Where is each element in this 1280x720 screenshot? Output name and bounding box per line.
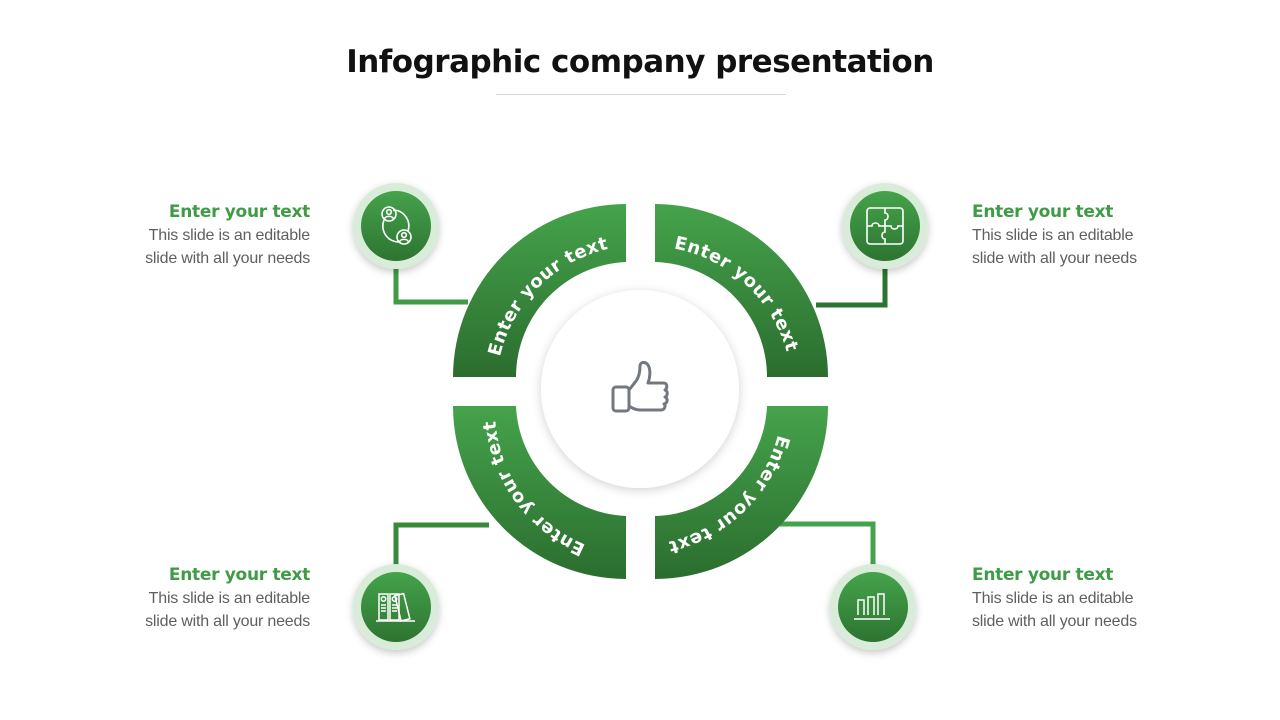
badge-bottom-left[interactable]	[353, 564, 439, 650]
callout-body-line-1: This slide is an editable	[972, 590, 1134, 607]
puzzle-icon	[866, 207, 904, 245]
badge-bottom-right[interactable]	[830, 564, 916, 650]
callout-bottom-right: Enter your text This slide is an editabl…	[972, 563, 1202, 633]
bar-chart-icon	[854, 593, 890, 620]
connector-line-top-left	[393, 258, 468, 305]
thumbs-up-icon	[611, 361, 669, 413]
callout-body-line-1: This slide is an editable	[148, 590, 311, 607]
slide-title: Infographic company presentation	[346, 44, 934, 80]
badge-top-right[interactable]	[842, 183, 928, 269]
ring-segment-bottom-right[interactable]	[655, 406, 828, 579]
connector-line-top-right	[816, 258, 888, 308]
callout-body-line-2: slide with all your needs	[145, 613, 310, 630]
badge-top-left[interactable]	[353, 183, 439, 269]
callout-heading: Enter your text	[168, 202, 310, 222]
callout-body-line-2: slide with all your needs	[972, 613, 1137, 630]
callout-body-line-2: slide with all your needs	[145, 250, 310, 267]
center-circle	[541, 290, 739, 488]
callout-body-line-1: This slide is an editable	[148, 227, 311, 244]
callout-heading: Enter your text	[168, 565, 310, 585]
user-exchange-icon	[381, 206, 412, 245]
callout-body-line-2: slide with all your needs	[972, 250, 1137, 267]
callout-bottom-left: Enter your text This slide is an editabl…	[80, 563, 310, 633]
ring-segment-top-right[interactable]	[655, 204, 828, 377]
callout-top-right: Enter your text This slide is an editabl…	[972, 200, 1202, 270]
ring-segment-bottom-left[interactable]	[453, 406, 626, 579]
connector-line-bottom-left	[393, 522, 489, 576]
callout-heading: Enter your text	[972, 202, 1114, 222]
connector-line-bottom-right	[779, 521, 876, 576]
callout-heading: Enter your text	[972, 565, 1114, 585]
callout-body-line-1: This slide is an editable	[972, 227, 1134, 244]
callout-top-left: Enter your text This slide is an editabl…	[80, 200, 310, 270]
ring-segment-top-left[interactable]	[453, 204, 626, 377]
binders-icon	[376, 592, 415, 622]
title-divider	[496, 94, 786, 95]
